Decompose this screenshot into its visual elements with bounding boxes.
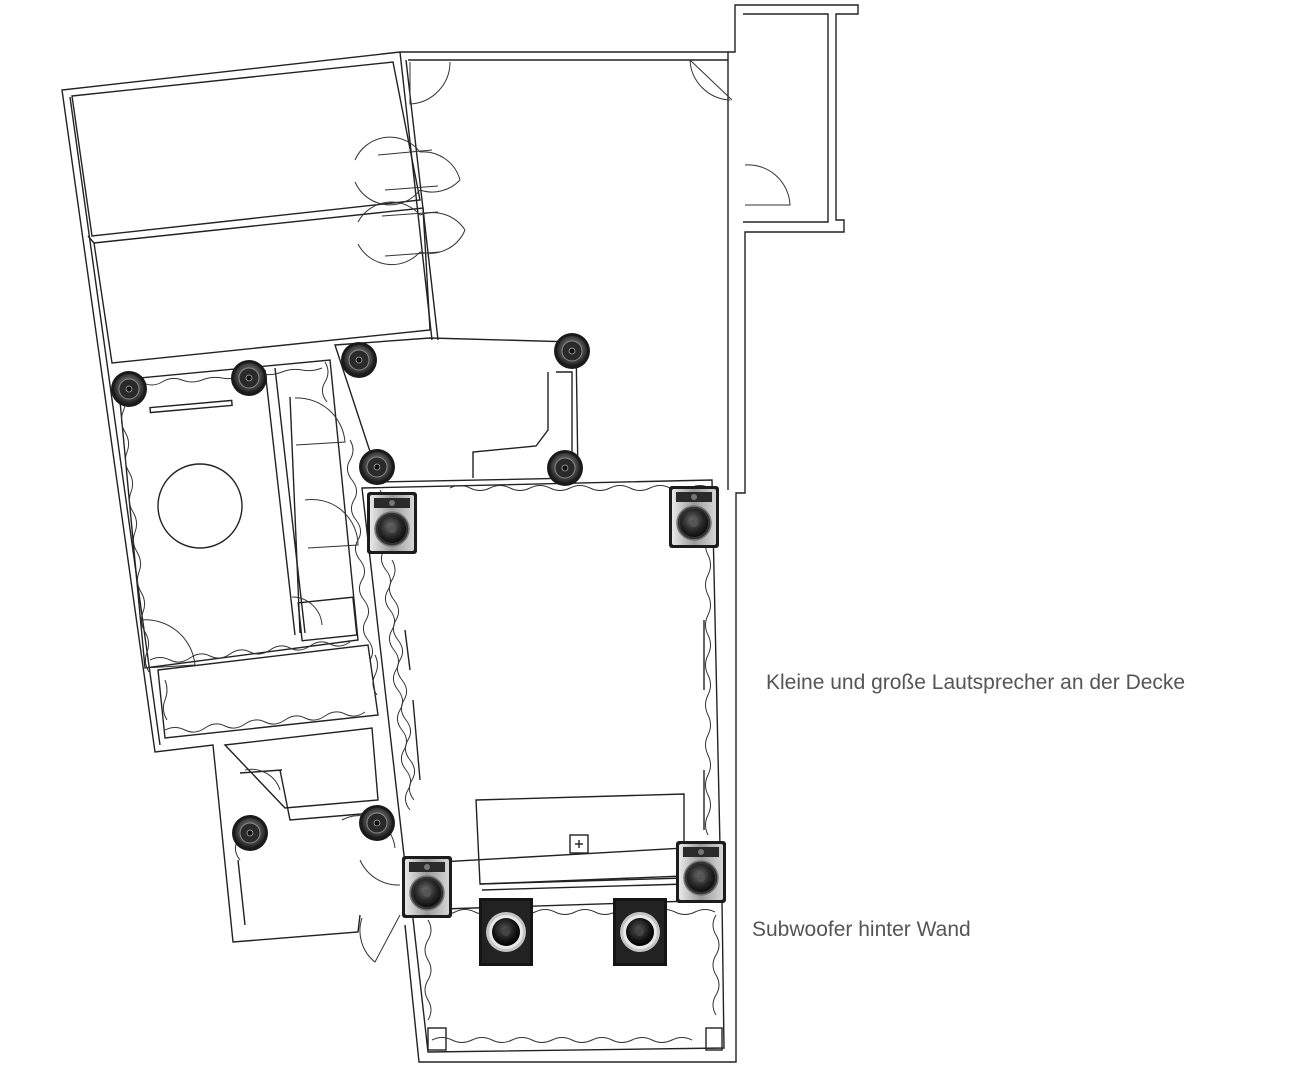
small-ceiling-speakers bbox=[110, 332, 591, 852]
ceiling-speaker-small-icon bbox=[230, 359, 268, 397]
walls bbox=[61, 4, 859, 1063]
ceiling-speaker-small-icon bbox=[358, 448, 396, 486]
subwoofer-icon bbox=[613, 898, 667, 966]
ceiling-speaker-small-icon bbox=[340, 341, 378, 379]
ceiling-speaker-large-icon bbox=[366, 491, 418, 555]
ceiling-speaker-small-icon bbox=[358, 804, 396, 842]
large-ceiling-speakers bbox=[366, 485, 727, 919]
ceiling-speaker-large-icon bbox=[401, 855, 453, 919]
ceiling-speaker-large-icon bbox=[675, 840, 727, 904]
subwoofer-label: Subwoofer hinter Wand bbox=[752, 918, 971, 941]
curtains bbox=[120, 361, 720, 1043]
ceiling-speakers-label: Kleine und große Lautsprecher an der Dec… bbox=[766, 671, 1186, 694]
ceiling-speaker-large-icon bbox=[668, 485, 720, 549]
ceiling-speaker-small-icon bbox=[231, 814, 269, 852]
subwoofer-icon bbox=[479, 898, 533, 966]
subwoofers bbox=[479, 898, 667, 966]
ceiling-speaker-small-icon bbox=[553, 332, 591, 370]
ceiling-speaker-small-icon bbox=[546, 449, 584, 487]
ceiling-speaker-small-icon bbox=[110, 370, 148, 408]
